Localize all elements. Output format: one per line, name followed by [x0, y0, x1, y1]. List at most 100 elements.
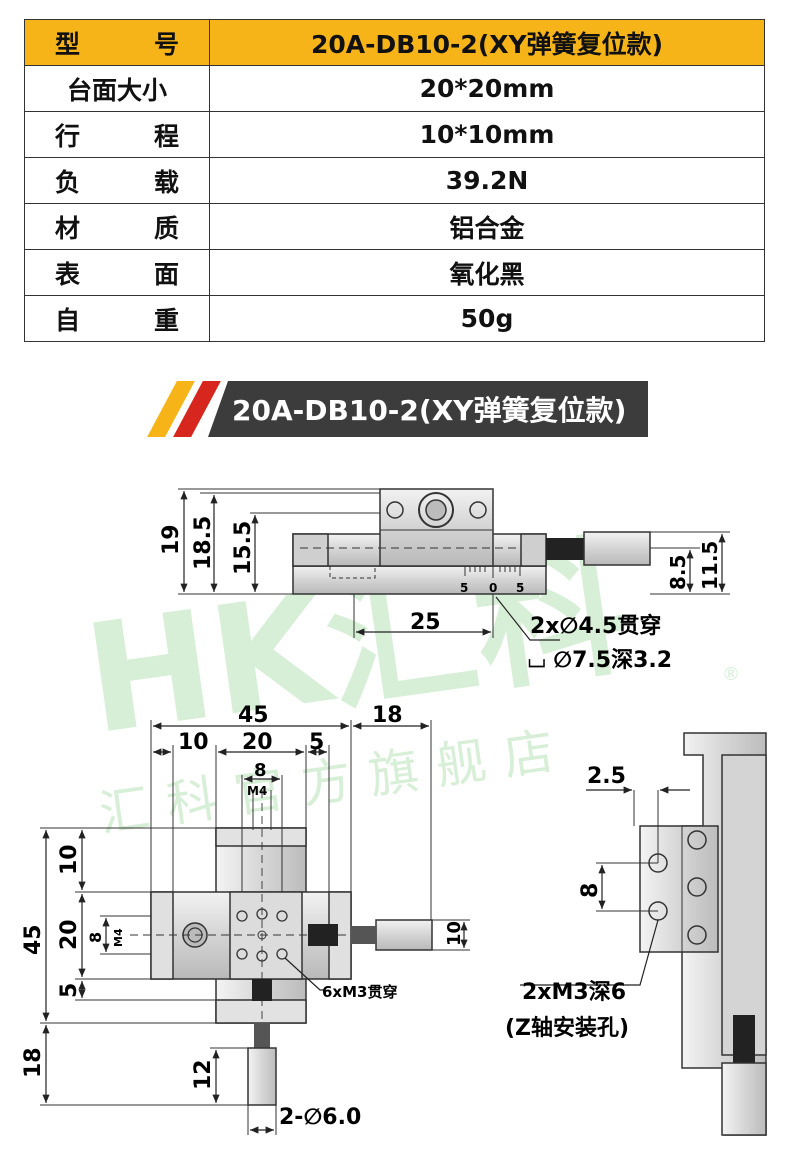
spec-row: 行 程 10*10mm	[24, 111, 765, 158]
top-view: 45 18 10 20 5 8 M4 45 10 20 5 18 8 M4 10…	[21, 703, 470, 1135]
bracket-spring	[733, 1015, 755, 1063]
dim-top-h45: 45	[21, 924, 46, 955]
spec-key: 材质	[24, 203, 210, 250]
note-bar: 2-∅6.0	[279, 1105, 361, 1130]
dim-side-11-5: 11.5	[698, 541, 722, 590]
top-spring-bottom	[252, 979, 272, 1001]
note-through-hole: 2x∅4.5贯穿	[530, 613, 661, 639]
spec-value: 50g	[209, 295, 765, 342]
side-dim-lines	[180, 491, 726, 636]
key-char: 台面大小	[66, 75, 167, 105]
dim-bracket-8: 8	[578, 883, 603, 898]
dim-top-5: 5	[309, 730, 324, 755]
bracket-hole	[687, 925, 707, 945]
top-stage-hole	[236, 948, 248, 960]
dim-top-8: 8	[254, 760, 267, 781]
scale-zero: 0	[489, 581, 497, 595]
dim-top-h18: 18	[21, 1047, 46, 1078]
top-dim-lines	[42, 722, 468, 1134]
note-bracket-purpose: (Z轴安装孔)	[505, 1015, 629, 1041]
side-hole-right	[469, 501, 487, 519]
dim-side-15-5: 15.5	[231, 521, 256, 575]
side-hidden-cut	[329, 566, 376, 579]
top-knob-bottom	[247, 1047, 277, 1106]
spec-value: 39.2N	[209, 157, 765, 204]
key-char: 型	[55, 29, 81, 59]
dim-side-18-5: 18.5	[191, 516, 216, 570]
spec-value: 10*10mm	[209, 111, 765, 158]
key-char: 号	[153, 29, 179, 59]
dim-side-8-5: 8.5	[666, 555, 690, 590]
key-char: 重	[153, 305, 179, 335]
spec-value: 铝合金	[209, 203, 765, 250]
dim-top-18: 18	[372, 703, 403, 728]
model-banner: 20A-DB10-2(XY弹簧复位款)	[147, 381, 648, 437]
bracket-dim-lines	[520, 786, 690, 986]
side-spring	[546, 538, 584, 560]
bracket-ext-lines	[596, 790, 659, 912]
spec-key: 台面大小	[24, 65, 210, 112]
banner-title: 20A-DB10-2(XY弹簧复位款)	[232, 394, 627, 427]
key-char: 质	[153, 213, 179, 243]
top-spring-right	[308, 924, 338, 946]
side-ext-lines	[178, 488, 730, 638]
top-stage-hole	[276, 948, 288, 960]
dim-top-45: 45	[238, 703, 269, 728]
top-knob-right	[375, 919, 433, 951]
bracket-hole	[687, 830, 707, 850]
side-left-block	[292, 533, 329, 567]
top-ext-lines	[40, 720, 470, 1135]
spec-value: 20*20mm	[209, 65, 765, 112]
top-knob-neck	[351, 926, 376, 944]
watermark-mark: ®	[722, 664, 740, 685]
bracket-hole	[687, 877, 707, 897]
spec-row: 负载 39.2N	[24, 157, 765, 204]
dim-top-h20: 20	[57, 919, 82, 950]
note-bracket-holes: 2xM3深6	[522, 980, 626, 1005]
banner-bar	[208, 381, 648, 437]
spec-table: 型号 20A-DB10-2(XY弹簧复位款) 台面大小 20*20mm 行程 1…	[24, 19, 765, 342]
key-char: 行	[55, 121, 81, 151]
top-y-cap-bot	[215, 999, 307, 1024]
bracket-view: 2.5 8 2xM3深6 (Z轴安装孔)	[505, 732, 767, 1136]
dim-top-m4: M4	[247, 784, 267, 798]
key-char: 表	[55, 259, 81, 289]
top-stage-hole	[276, 910, 288, 922]
side-scale	[464, 566, 521, 578]
spec-key-model: 型号	[24, 19, 210, 66]
side-base	[292, 565, 547, 595]
key-char: 负	[55, 167, 81, 197]
scale-left: 5	[460, 581, 468, 595]
technical-drawing: HK汇科 汇科官方旗舰店 ® 5 0 5	[21, 488, 767, 1136]
side-screw-outer	[418, 492, 454, 528]
dim-top-hm4: M4	[112, 928, 125, 947]
spec-value-model: 20A-DB10-2(XY弹簧复位款)	[209, 19, 765, 66]
side-screw-inner	[425, 499, 447, 521]
top-leader	[284, 957, 325, 991]
key-char: 载	[153, 167, 179, 197]
dim-top-10: 10	[178, 730, 209, 755]
dim-side-19: 19	[159, 524, 184, 555]
top-x-cap-left	[150, 891, 174, 980]
spec-key: 负载	[24, 157, 210, 204]
side-hole-left	[386, 501, 404, 519]
dim-top-12: 12	[191, 1059, 216, 1090]
note-tapped: 6xM3贯穿	[322, 983, 397, 1001]
dim-top-right-10: 10	[444, 921, 465, 946]
top-bottom-neck	[254, 1023, 270, 1048]
dim-top-20: 20	[242, 730, 273, 755]
dim-top-h8: 8	[86, 932, 105, 943]
bracket-rail	[721, 754, 767, 1056]
note-counterbore: ⌴ ∅7.5深3.2	[528, 648, 672, 673]
dim-top-h10: 10	[57, 844, 82, 875]
bracket-knob	[721, 1062, 767, 1136]
scale-right: 5	[516, 581, 524, 595]
spec-value: 氧化黑	[209, 249, 765, 296]
spec-row: 台面大小 20*20mm	[24, 65, 765, 112]
side-knob	[583, 531, 651, 566]
key-char: 程	[153, 121, 179, 151]
key-char: 面	[153, 259, 179, 289]
dim-bracket-2-5: 2.5	[587, 764, 626, 789]
top-stage-hole	[236, 910, 248, 922]
side-view: 5 0 5 19 18.5 15.5 25	[159, 488, 730, 673]
